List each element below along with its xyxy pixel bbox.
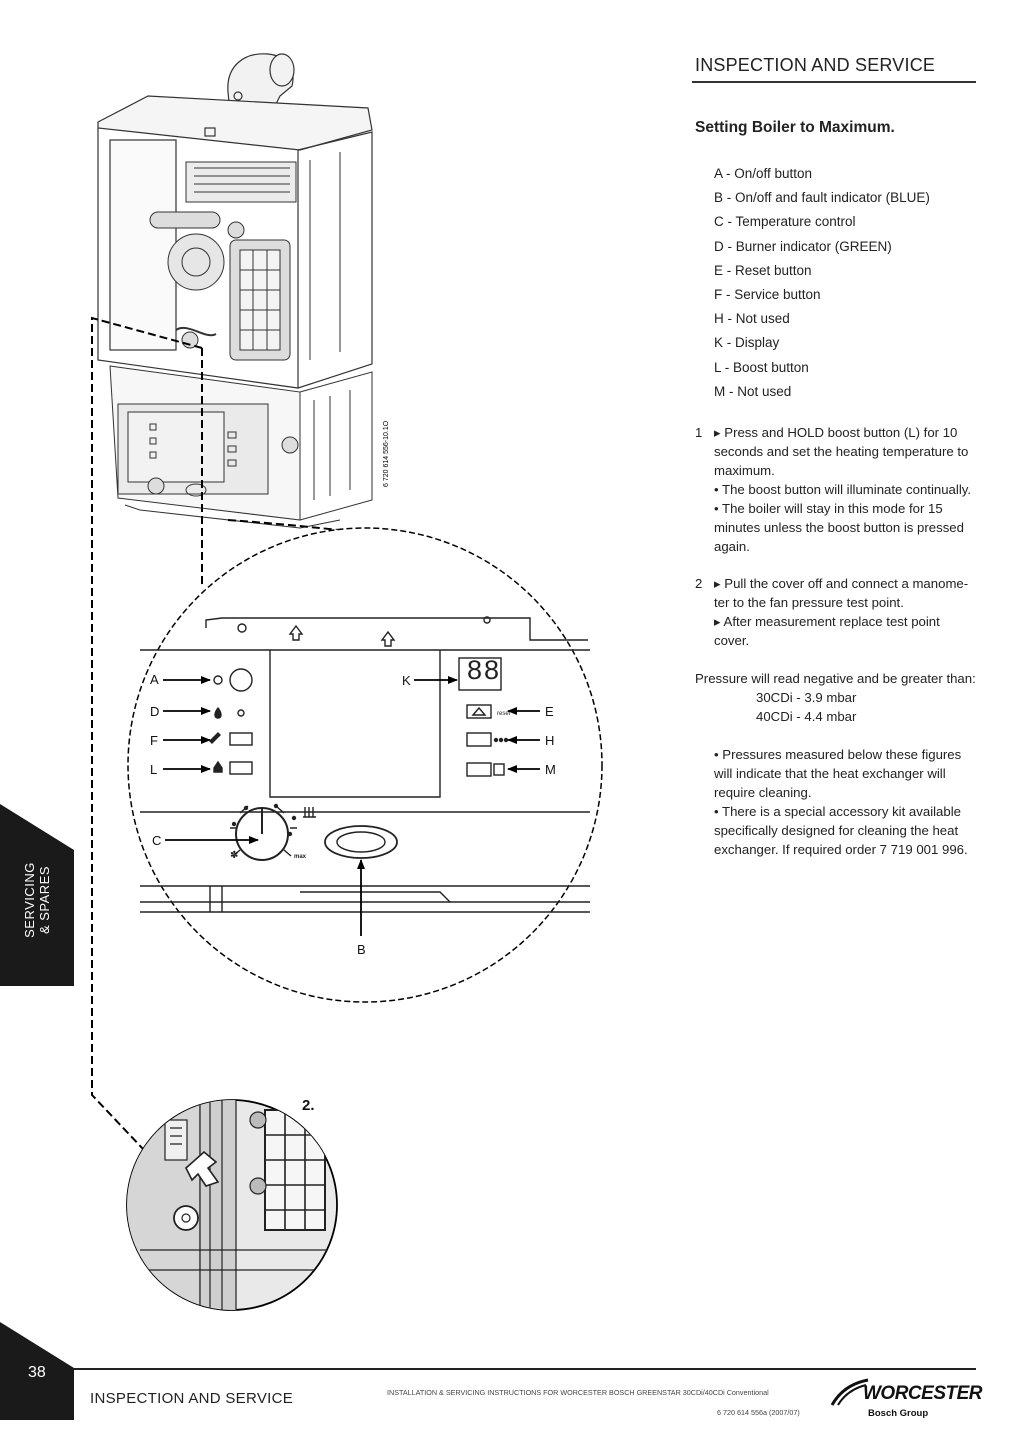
notes-block: • Pressures measured below these figures… [714, 745, 976, 859]
legend-item: B - On/off and fault indicator (BLUE) [714, 190, 930, 206]
boiler-lower-section [109, 365, 373, 529]
boiler-casing [97, 95, 373, 389]
callout-k: K [402, 673, 411, 688]
step-1: 1 ▸ Press and HOLD boost button (L) for … [695, 423, 975, 556]
brand-name: WORCESTER [863, 1383, 983, 1404]
page-number: 38 [28, 1364, 46, 1381]
note-line: require cleaning. [714, 785, 812, 800]
step-line: ter to the fan pressure test point. [714, 595, 904, 610]
callout-a: A [150, 672, 159, 687]
control-panel-zoom: ✽ [140, 616, 590, 913]
footer-document-title: INSTALLATION & SERVICING INSTRUCTIONS FO… [387, 1388, 769, 1397]
callout-h: H [545, 733, 554, 748]
legend-item: L - Boost button [714, 359, 809, 375]
legend-item: C - Temperature control [714, 214, 856, 230]
legend-item: A - On/off button [714, 166, 813, 181]
pressure-block: Pressure will read negative and be great… [695, 669, 985, 726]
step-line: ▸ After measurement replace test point [714, 614, 940, 629]
step-line: seconds and set the heating temperature … [714, 444, 969, 459]
component-legend: A - On/off button B - On/off and fault i… [714, 162, 930, 404]
dial-max-label: max [294, 854, 307, 860]
side-tab-line2: & SPARES [37, 865, 52, 935]
footer-rule [74, 1368, 976, 1370]
step-line: ▸ Pull the cover off and connect a manom… [714, 576, 969, 591]
footer-document-ref: 6 720 614 556a (2007/07) [717, 1408, 800, 1417]
side-tab-label: SERVICING & SPARES [0, 804, 74, 986]
header-rule [692, 81, 976, 83]
note-line: • Pressures measured below these figures [714, 747, 962, 762]
step-line: maximum. [714, 463, 775, 478]
section-side-tab [0, 804, 74, 986]
worcester-swoosh-icon [830, 1378, 869, 1406]
step-line: minutes unless the boost button is press… [714, 520, 964, 535]
legend-item: M - Not used [714, 383, 792, 399]
section-header: INSPECTION AND SERVICE [695, 55, 936, 75]
callout-arrows [163, 676, 540, 936]
inset-fan-detail [127, 1100, 330, 1310]
page-number-tab [0, 1322, 74, 1420]
callout-l: L [150, 762, 157, 777]
pressure-intro: Pressure will read negative and be great… [695, 671, 976, 686]
legend-item: F - Service button [714, 287, 821, 303]
boiler-illustration: 6 720 614 556-10.1O [91, 53, 603, 1311]
pressure-value: 40CDi - 4.4 mbar [756, 709, 857, 724]
step-line: ▸ Press and HOLD boost button (L) for 10 [714, 425, 958, 440]
figure-leader-lines [91, 316, 401, 1151]
inset-step-label: 2. [302, 1097, 315, 1114]
svg-text:✽: ✽ [230, 850, 238, 861]
footer-section-title: INSPECTION AND SERVICE [90, 1390, 294, 1407]
callout-e: E [545, 704, 554, 719]
step-number: 1 [695, 425, 703, 440]
step-line: again. [714, 539, 750, 554]
boiler-internals [149, 152, 341, 361]
reset-label: reset [497, 711, 511, 717]
note-line: exchanger. If required order 7 719 001 9… [714, 842, 968, 857]
side-tab-line1: SERVICING [22, 862, 37, 938]
section-subtitle: Setting Boiler to Maximum. [695, 119, 895, 136]
display-readout: 88 [467, 655, 499, 685]
step-line: cover. [714, 633, 750, 648]
legend-item: H - Not used [714, 311, 790, 327]
note-line: will indicate that the heat exchanger wi… [714, 766, 946, 781]
callout-m: M [545, 762, 556, 777]
callout-b: B [357, 942, 366, 957]
legend-item: D - Burner indicator (GREEN) [714, 238, 892, 254]
legend-item: E - Reset button [714, 262, 812, 278]
zoom-circle [127, 527, 603, 1003]
step-2: 2 ▸ Pull the cover off and connect a man… [695, 574, 975, 650]
legend-item: K - Display [714, 335, 780, 351]
pressure-value: 30CDi - 3.9 mbar [756, 690, 857, 705]
callout-d: D [150, 704, 159, 719]
brand-subtitle: Bosch Group [868, 1408, 929, 1419]
note-line: • There is a special accessory kit avail… [714, 804, 961, 819]
step-number: 2 [695, 576, 703, 591]
step-line: • The boost button will illuminate conti… [714, 482, 972, 497]
callout-c: C [152, 833, 161, 848]
figure-reference-code: 6 720 614 556-10.1O [383, 420, 390, 487]
step-line: • The boiler will stay in this mode for … [714, 501, 943, 516]
callout-f: F [150, 733, 158, 748]
note-line: specifically designed for cleaning the h… [714, 823, 959, 838]
